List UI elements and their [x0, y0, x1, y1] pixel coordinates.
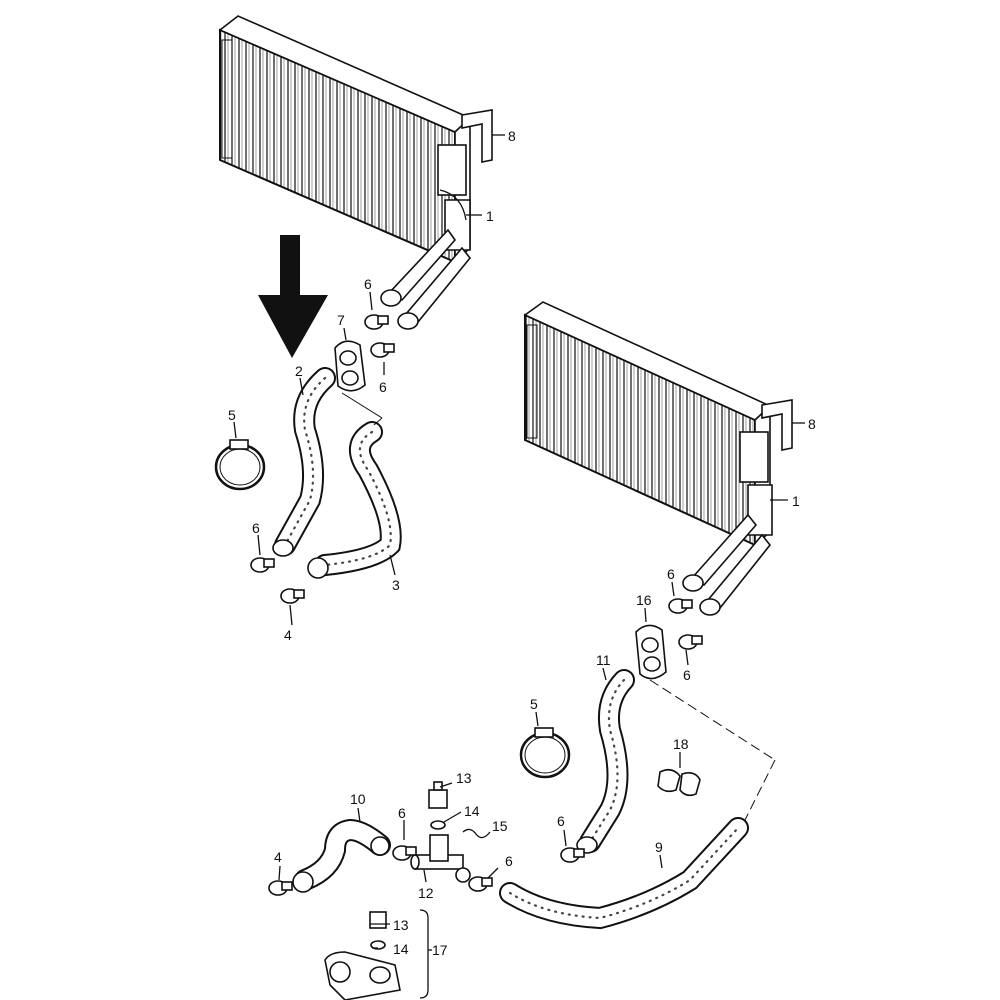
callout-3: 3	[392, 577, 400, 593]
callout-10: 10	[350, 791, 366, 807]
pointer-arrow	[258, 235, 328, 358]
callout-8-lower: 8	[808, 416, 816, 432]
callout-15: 15	[492, 818, 508, 834]
hose-3	[307, 421, 402, 579]
callout-12: 12	[418, 885, 434, 901]
callout-8-upper: 8	[508, 128, 516, 144]
temp-sensor-upper	[428, 781, 491, 839]
bracket-lower	[761, 399, 793, 451]
leader-lines	[233, 134, 805, 949]
callout-1-lower: 1	[792, 493, 800, 509]
hose-2	[272, 367, 336, 557]
callout-6-g: 6	[398, 805, 406, 821]
callout-16: 16	[636, 592, 652, 608]
callout-4-upper: 4	[284, 627, 292, 643]
clip-18	[657, 768, 701, 797]
callout-14-lower: 14	[393, 941, 409, 957]
bracket-upper	[461, 109, 493, 163]
flange-lower	[635, 624, 776, 761]
clamp-band-upper	[214, 439, 266, 491]
callout-18: 18	[673, 736, 689, 752]
callout-17: 17	[432, 942, 448, 958]
callout-4-lower: 4	[274, 849, 282, 865]
heat-exchanger-upper	[218, 15, 472, 330]
callout-labels: 8 1 2 6 7 6 5 6 4 3 8 1 6 16 6 11 5 18 6…	[228, 128, 816, 958]
callout-13-lower: 13	[393, 917, 409, 933]
callout-2: 2	[295, 363, 303, 379]
callout-11: 11	[596, 652, 611, 668]
callout-6-c: 6	[252, 520, 260, 536]
hose-clamps-lower	[268, 598, 703, 896]
callout-5-upper: 5	[228, 407, 236, 423]
callout-14-upper: 14	[464, 803, 480, 819]
callout-6-b: 6	[379, 379, 387, 395]
tee-connector	[410, 834, 471, 883]
callout-6-f: 6	[557, 813, 565, 829]
hose-11	[576, 669, 635, 854]
callout-6-e: 6	[683, 667, 691, 683]
hose-9	[499, 759, 776, 930]
callout-6-a: 6	[364, 276, 372, 292]
clamp-band-lower	[519, 727, 571, 779]
hose-clamps-upper	[250, 314, 395, 604]
flange-upper	[334, 340, 383, 426]
callout-9: 9	[655, 839, 663, 855]
callout-6-h: 6	[505, 853, 513, 869]
callout-1-upper: 1	[486, 208, 494, 224]
heat-exchanger-lower	[523, 301, 773, 616]
callout-6-d: 6	[667, 566, 675, 582]
valve-assembly	[324, 909, 432, 1000]
hose-10	[292, 818, 391, 893]
callout-7: 7	[337, 312, 345, 328]
callout-5-lower: 5	[530, 696, 538, 712]
callout-13-upper: 13	[456, 770, 472, 786]
